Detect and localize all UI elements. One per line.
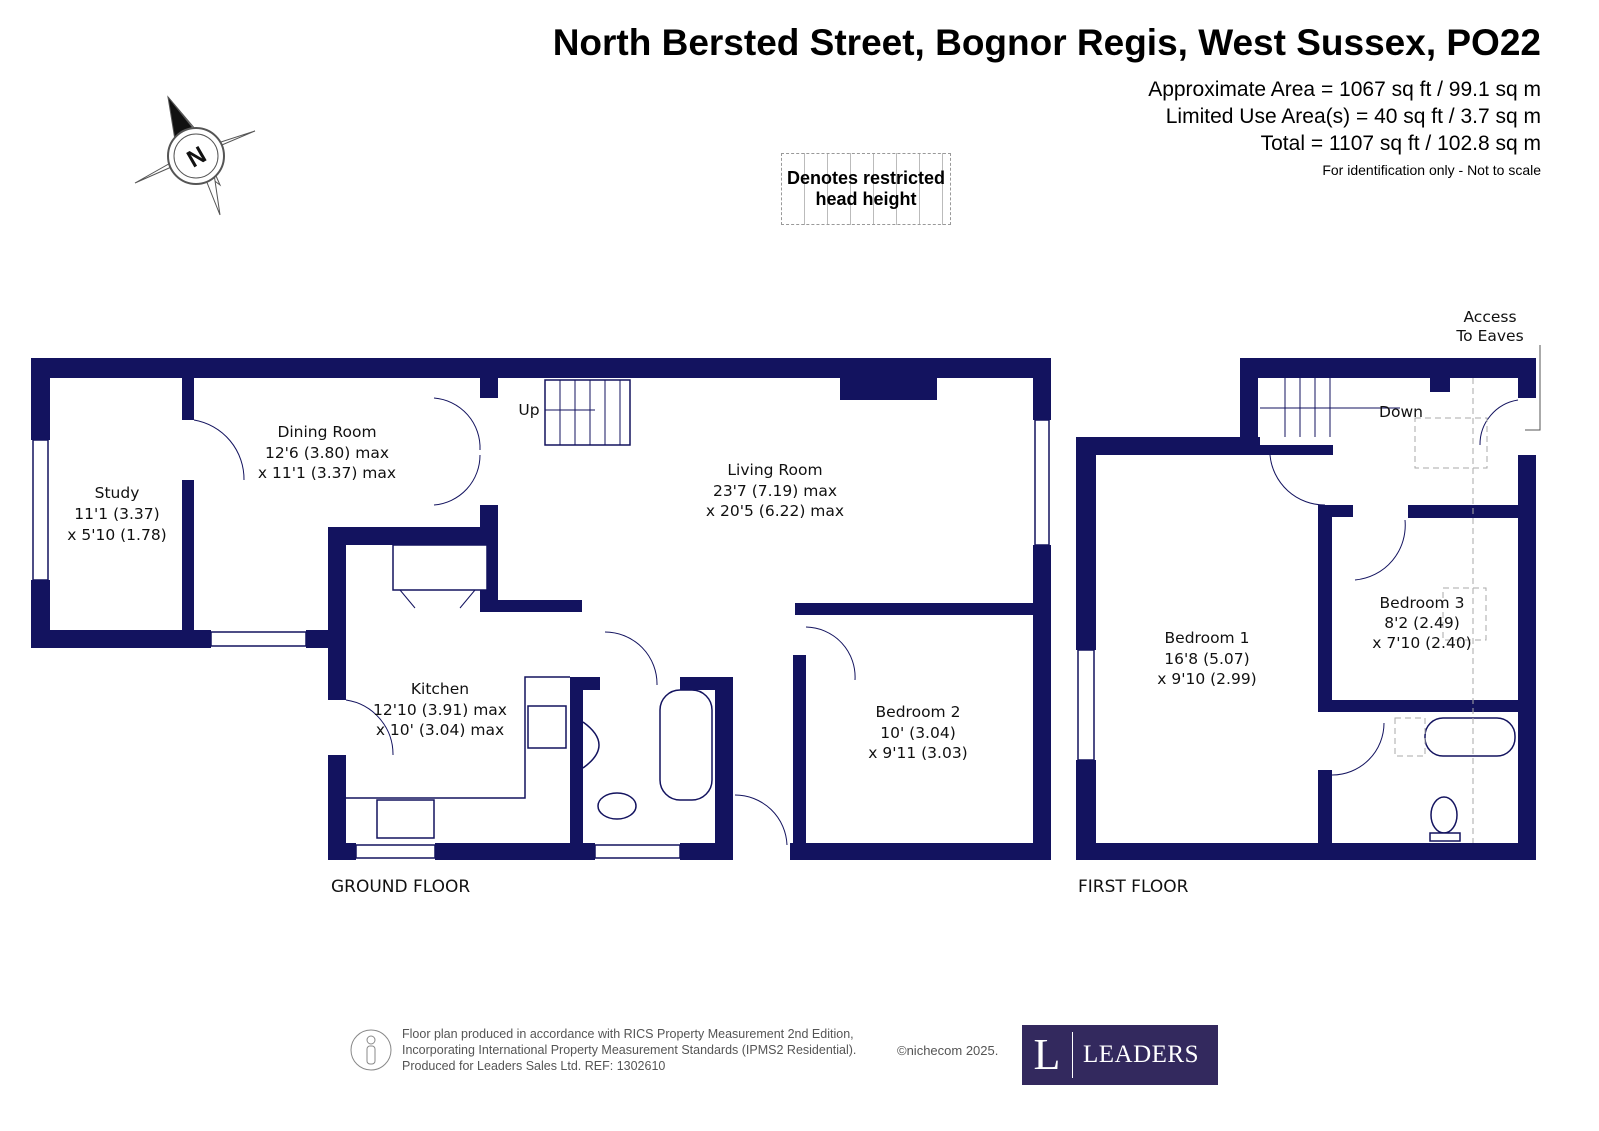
scale-note: For identification only - Not to scale xyxy=(1322,162,1541,178)
footer: Floor plan produced in accordance with R… xyxy=(350,1026,856,1074)
room-dimension: 8'2 (2.49) xyxy=(1384,614,1460,632)
room-dimension: 16'8 (5.07) xyxy=(1164,650,1249,668)
footer-line-2: Incorporating International Property Mea… xyxy=(402,1043,857,1057)
first-floor-walls xyxy=(1076,358,1536,860)
person-icon xyxy=(350,1029,392,1071)
room-name: Bedroom 1 xyxy=(1165,629,1250,647)
room-dimension: x 9'11 (3.03) xyxy=(868,744,967,762)
legend-line-2: head height xyxy=(815,189,917,209)
stairs-down-label: Down xyxy=(1379,403,1423,421)
room-dimension: x 9'10 (2.99) xyxy=(1157,670,1256,688)
room-dimension: 10' (3.04) xyxy=(880,724,956,742)
legend-line-1: Denotes restricted xyxy=(786,168,946,188)
room-kitchen: Kitchen 12'10 (3.91) max x 10' (3.04) ma… xyxy=(373,680,507,739)
logo-letter: L xyxy=(1022,1032,1073,1078)
room-dimension: x 10' (3.04) max xyxy=(376,721,504,739)
room-name: Bedroom 3 xyxy=(1380,594,1465,612)
approximate-area: Approximate Area = 1067 sq ft / 99.1 sq … xyxy=(1148,78,1541,101)
room-bedroom-3: Bedroom 3 8'2 (2.49) x 7'10 (2.40) xyxy=(1372,594,1471,652)
stairs-up-label: Up xyxy=(518,401,539,419)
ground-floor-walls xyxy=(31,358,1051,860)
room-name: Living Room xyxy=(727,461,822,479)
room-name: Dining Room xyxy=(277,423,376,441)
room-dimension: x 20'5 (6.22) max xyxy=(706,502,844,520)
limited-use-area: Limited Use Area(s) = 40 sq ft / 3.7 sq … xyxy=(1165,105,1541,128)
total-area: Total = 1107 sq ft / 102.8 sq m xyxy=(1260,132,1541,155)
eaves-access-label: To Eaves xyxy=(1455,327,1523,345)
first-floor-fittings xyxy=(1077,345,1541,842)
room-name: Study xyxy=(95,484,140,502)
room-bedroom-1: Bedroom 1 16'8 (5.07) x 9'10 (2.99) xyxy=(1157,629,1256,688)
leaders-logo: L LEADERS xyxy=(1022,1025,1218,1085)
footer-line-3: Produced for Leaders Sales Ltd. REF: 130… xyxy=(402,1059,666,1073)
room-dining: Dining Room 12'6 (3.80) max x 11'1 (3.37… xyxy=(258,423,396,482)
footer-line-1: Floor plan produced in accordance with R… xyxy=(402,1027,854,1041)
ground-floor-fittings xyxy=(32,379,1050,859)
room-dimension: x 11'1 (3.37) max xyxy=(258,464,396,482)
compass-icon: N xyxy=(134,95,256,216)
eaves-access-label: Access xyxy=(1463,308,1516,326)
copyright: ©nichecom 2025. xyxy=(897,1043,999,1058)
room-name: Bedroom 2 xyxy=(876,703,961,721)
ground-floor-label: GROUND FLOOR xyxy=(331,877,470,897)
property-title: North Bersted Street, Bognor Regis, West… xyxy=(552,22,1541,63)
logo-name: LEADERS xyxy=(1083,1041,1199,1068)
room-dimension: 11'1 (3.37) xyxy=(74,505,159,523)
room-bedroom-2: Bedroom 2 10' (3.04) x 9'11 (3.03) xyxy=(868,703,967,762)
restricted-height-areas xyxy=(1394,378,1488,843)
area-summary: Approximate Area = 1067 sq ft / 99.1 sq … xyxy=(1148,76,1541,157)
room-dimension: x 7'10 (2.40) xyxy=(1372,634,1471,652)
room-dimension: 12'6 (3.80) max xyxy=(265,444,389,462)
room-living: Living Room 23'7 (7.19) max x 20'5 (6.22… xyxy=(706,461,844,520)
first-floor-label: FIRST FLOOR xyxy=(1078,877,1189,897)
room-study: Study 11'1 (3.37) x 5'10 (1.78) xyxy=(67,484,166,544)
room-dimension: x 5'10 (1.78) xyxy=(67,526,166,544)
room-dimension: 12'10 (3.91) max xyxy=(373,701,507,719)
room-dimension: 23'7 (7.19) max xyxy=(713,482,837,500)
room-name: Kitchen xyxy=(411,680,469,698)
